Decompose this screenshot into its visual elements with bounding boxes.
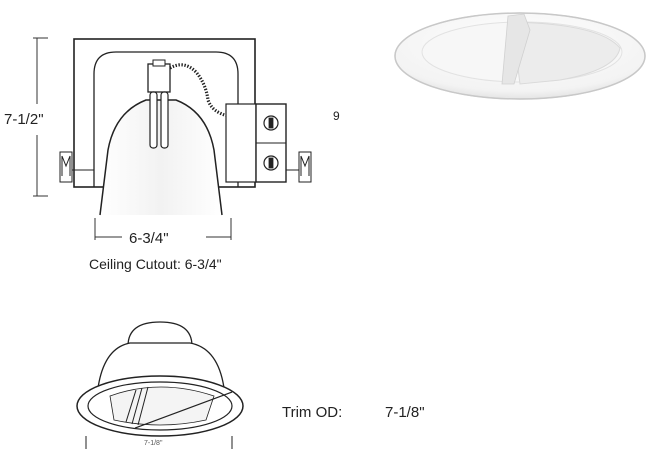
junction-box-icon <box>225 103 287 183</box>
trim-od-label: Trim OD: <box>282 404 343 421</box>
cutout-dimension-label: 6-3/4" <box>129 230 169 247</box>
recessed-housing-drawing <box>59 38 312 216</box>
cutout-dimension-line <box>94 218 232 240</box>
bottom-dimension-label: 7-1/8" <box>144 440 163 447</box>
reflector-trim-drawing <box>76 321 244 449</box>
ceiling-cutout-label: Ceiling Cutout: 6-3/4" <box>89 256 222 272</box>
wall-wash-trim-icon <box>394 12 646 100</box>
height-dimension-line <box>33 37 48 197</box>
height-label: 7-1/2" <box>4 111 44 128</box>
trim-od-value: 7-1/8" <box>385 404 425 421</box>
stray-mark: 9 <box>333 109 340 123</box>
